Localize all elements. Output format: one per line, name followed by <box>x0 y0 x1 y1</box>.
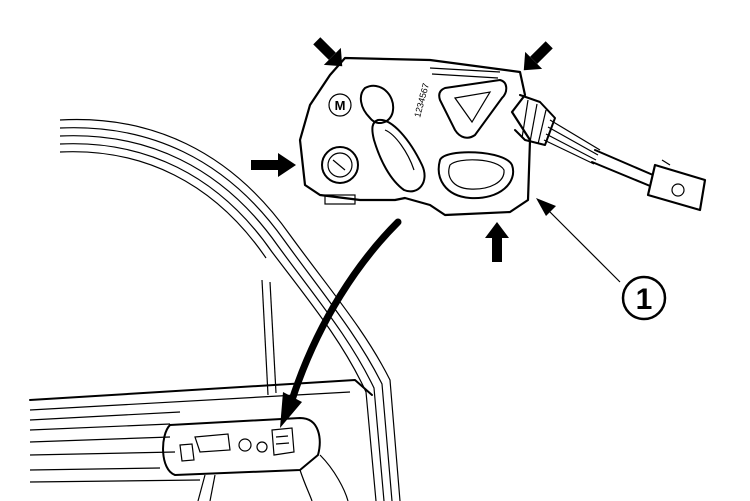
mounting-tab-arrow-icon <box>251 37 553 262</box>
callout-number: 1 <box>636 283 653 316</box>
door-frame-drawing <box>29 118 401 501</box>
callout-leader-icon <box>536 198 667 321</box>
motor-label: M <box>335 98 346 113</box>
control-module-drawing: M 1234567 <box>298 56 707 217</box>
curved-motion-arrow-icon <box>280 218 402 428</box>
